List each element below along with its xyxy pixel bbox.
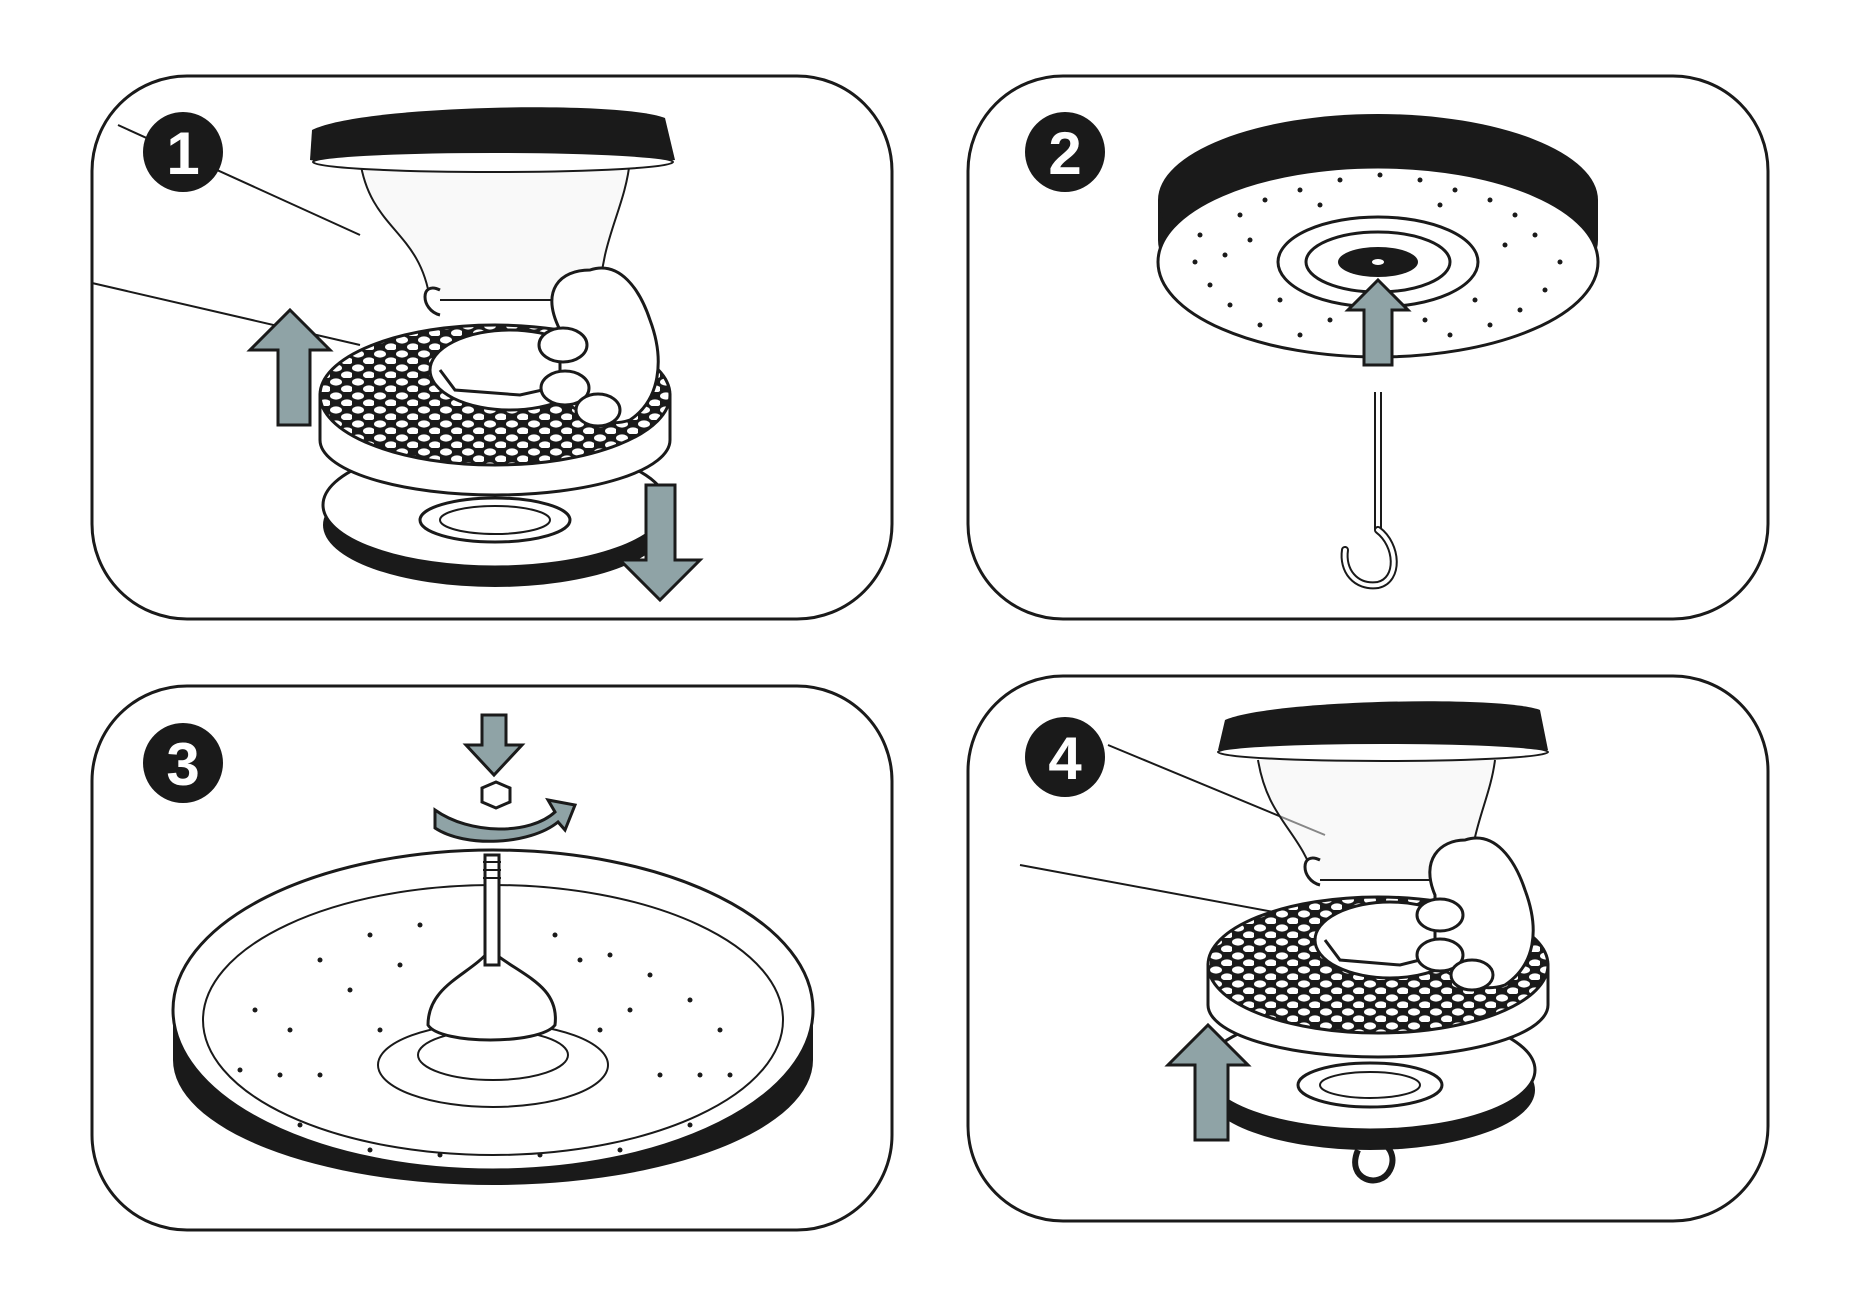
hand-icon xyxy=(423,266,660,428)
vent-dots xyxy=(237,922,733,1158)
step-number: 2 xyxy=(1048,120,1081,187)
step-number: 4 xyxy=(1048,725,1082,792)
step-number: 3 xyxy=(166,731,199,798)
hook-rod-icon xyxy=(1340,392,1398,590)
step-panel-1: 1 xyxy=(90,74,894,621)
step-badge: 3 xyxy=(143,723,223,803)
vent-cap-icon xyxy=(1217,701,1549,762)
step-number: 1 xyxy=(166,120,199,187)
vent-cap-icon xyxy=(310,107,675,173)
hand-icon xyxy=(1303,836,1535,992)
base-plate xyxy=(321,441,669,587)
arrow-down-icon xyxy=(462,713,526,778)
arrow-down-icon xyxy=(616,483,704,603)
arrow-up-icon xyxy=(1164,1022,1252,1142)
step-panel-2: 2 xyxy=(966,74,1770,621)
step-panel-3: 3 xyxy=(90,684,894,1232)
hex-nut-icon xyxy=(480,780,512,810)
step-badge: 1 xyxy=(143,112,223,192)
step-panel-4: 4 xyxy=(966,674,1770,1223)
hook-icon xyxy=(1352,1142,1396,1184)
rotate-arrow-icon xyxy=(433,797,578,843)
vent-dots xyxy=(1192,172,1563,338)
step-badge: 4 xyxy=(1025,717,1105,797)
leader-line xyxy=(1019,864,1291,916)
tray-underside-icon xyxy=(1156,114,1600,359)
tray-icon xyxy=(171,848,815,1185)
arrow-up-icon xyxy=(246,307,334,427)
arrow-up-icon xyxy=(1344,277,1412,367)
step-badge: 2 xyxy=(1025,112,1105,192)
threaded-rod xyxy=(483,853,501,967)
